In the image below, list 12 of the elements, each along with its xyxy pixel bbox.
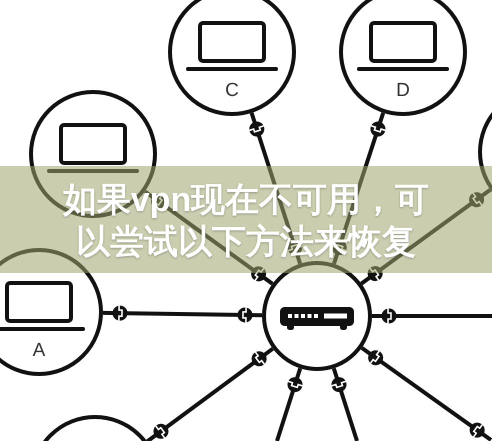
connector-line (330, 368, 359, 441)
connector-line (360, 346, 492, 441)
connector-line (102, 304, 262, 324)
connector-line (275, 368, 304, 441)
device-label: D (396, 81, 410, 101)
connector-line (360, 188, 492, 286)
connector-line (372, 308, 492, 324)
connector-line (330, 112, 386, 264)
device-label: C (225, 81, 239, 101)
connector-line (248, 112, 304, 264)
device-label: A (32, 341, 46, 361)
connector-line (146, 347, 274, 441)
